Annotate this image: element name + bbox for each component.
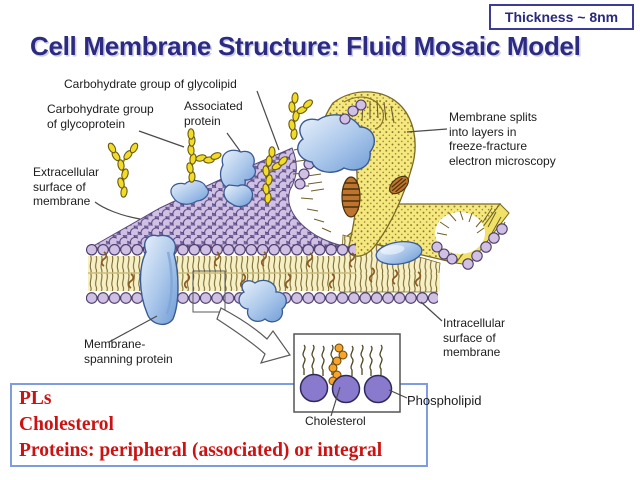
label-extracellular-surface: Extracellular surface of membrane	[33, 165, 100, 208]
integral-protein-large	[297, 114, 375, 173]
inset-cholesterol	[328, 343, 348, 386]
label-phospholipid: Phospholipid	[407, 393, 482, 408]
page-title: Cell Membrane Structure: Fluid Mosaic Mo…	[30, 31, 581, 61]
glycoprotein-body	[170, 179, 209, 205]
inset-phospholipid-heads	[299, 373, 393, 404]
label-associated-protein: Associated protein	[184, 99, 243, 128]
peel-edge-heads-upper	[339, 99, 367, 125]
label-cholesterol: Cholesterol	[305, 414, 366, 428]
thickness-badge: Thickness ~ 8nm	[489, 4, 634, 30]
surface-protein	[375, 240, 423, 266]
associated-protein-body	[219, 149, 257, 208]
magnified-region-indicator	[192, 270, 226, 313]
note-line-2: Cholesterol	[19, 414, 114, 435]
label-glycoprotein: Carbohydrate group of glycoprotein	[47, 102, 154, 131]
magnify-arrow	[216, 307, 291, 364]
note-line-1: PLs	[19, 388, 52, 409]
freeze-fracture-notch	[431, 210, 485, 265]
edge-phospholipid-heads	[462, 223, 508, 270]
thickness-badge-label: Thickness ~ 8nm	[504, 9, 619, 25]
label-membrane-splits: Membrane splits into layers in freeze-fr…	[449, 110, 556, 168]
fracture-protein-imprint	[341, 175, 409, 218]
inset-leader-lines	[330, 386, 408, 417]
leader-lines	[94, 90, 448, 343]
carbohydrate-chains	[107, 92, 313, 204]
peripheral-protein	[238, 279, 287, 323]
label-glycolipid: Carbohydrate group of glycolipid	[64, 77, 237, 91]
note-line-3: Proteins: peripheral (associated) or int…	[19, 440, 383, 461]
membrane-spanning-protein	[139, 234, 179, 326]
label-membrane-spanning-protein: Membrane- spanning protein	[84, 337, 173, 366]
magnified-inset	[293, 333, 401, 413]
label-intracellular-surface: Intracellular surface of membrane	[443, 316, 506, 359]
